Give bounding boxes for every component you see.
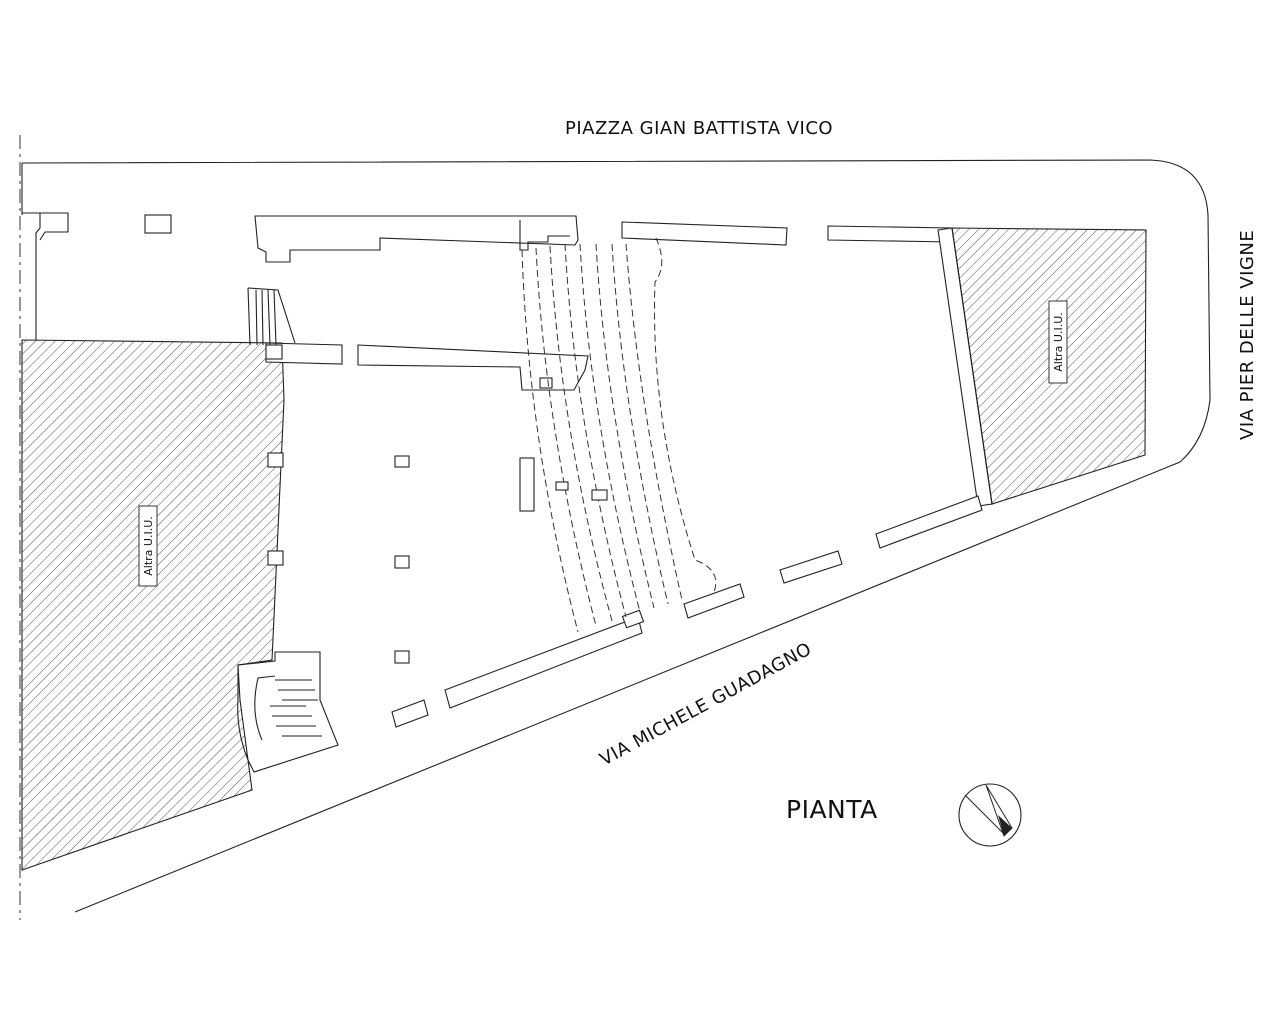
wall-north-main (254, 215, 579, 263)
street-label-north: PIAZZA GIAN BATTISTA VICO (565, 118, 833, 139)
pillar (394, 650, 410, 664)
svg-text:Altra U.I.U.: Altra U.I.U. (1052, 312, 1065, 372)
pillar (267, 452, 284, 468)
dashed-row-5 (579, 243, 641, 613)
other-unit-label-right: Altra U.I.U. (1048, 300, 1068, 384)
stair-south (237, 651, 339, 773)
wall-north-segment-2 (621, 221, 788, 246)
wall-north-segment-3 (827, 225, 953, 243)
wall-south-segment-3 (683, 583, 745, 619)
north-arrow-icon (958, 783, 1022, 847)
pillar (555, 481, 569, 491)
wall-northwest-segment (22, 212, 69, 241)
pillar (621, 609, 645, 629)
pillar (394, 555, 410, 569)
svg-text:Altra U.I.U.: Altra U.I.U. (142, 516, 155, 576)
street-label-south: VIA MICHELE GUADAGNO (596, 639, 815, 771)
wall-north-corner (519, 220, 570, 251)
wall-west (22, 212, 41, 340)
dashed-row-3 (549, 245, 613, 622)
pillar (265, 344, 283, 360)
wall-east-line (951, 227, 993, 505)
dashed-curve-east (654, 237, 717, 593)
pillar (394, 455, 410, 468)
stair-north (247, 287, 296, 346)
street-label-east: VIA PIER DELLE VIGNE (1237, 230, 1258, 440)
pillar (144, 214, 172, 234)
wall-south-segment-2 (779, 550, 843, 584)
pillar-long (519, 457, 535, 512)
other-unit-label-left: Altra U.I.U. (138, 505, 158, 587)
other-unit-left (21, 339, 285, 871)
pillar (591, 489, 608, 501)
plan-title: PIANTA (786, 795, 878, 824)
dashed-row-6 (595, 243, 655, 609)
block-outline (21, 159, 1211, 913)
dashed-row-1 (521, 249, 579, 633)
wall-south-segment-4 (444, 616, 643, 709)
pillar (539, 377, 553, 389)
pillar (267, 550, 284, 566)
dashed-row-4 (564, 243, 627, 618)
wall-south-segment-1 (875, 495, 983, 549)
wall-south-segment-5 (391, 699, 429, 728)
dashed-row-7 (611, 243, 669, 605)
dashed-row-2 (535, 247, 597, 627)
wall-center-right (357, 344, 589, 391)
dashed-row-8 (625, 243, 683, 601)
